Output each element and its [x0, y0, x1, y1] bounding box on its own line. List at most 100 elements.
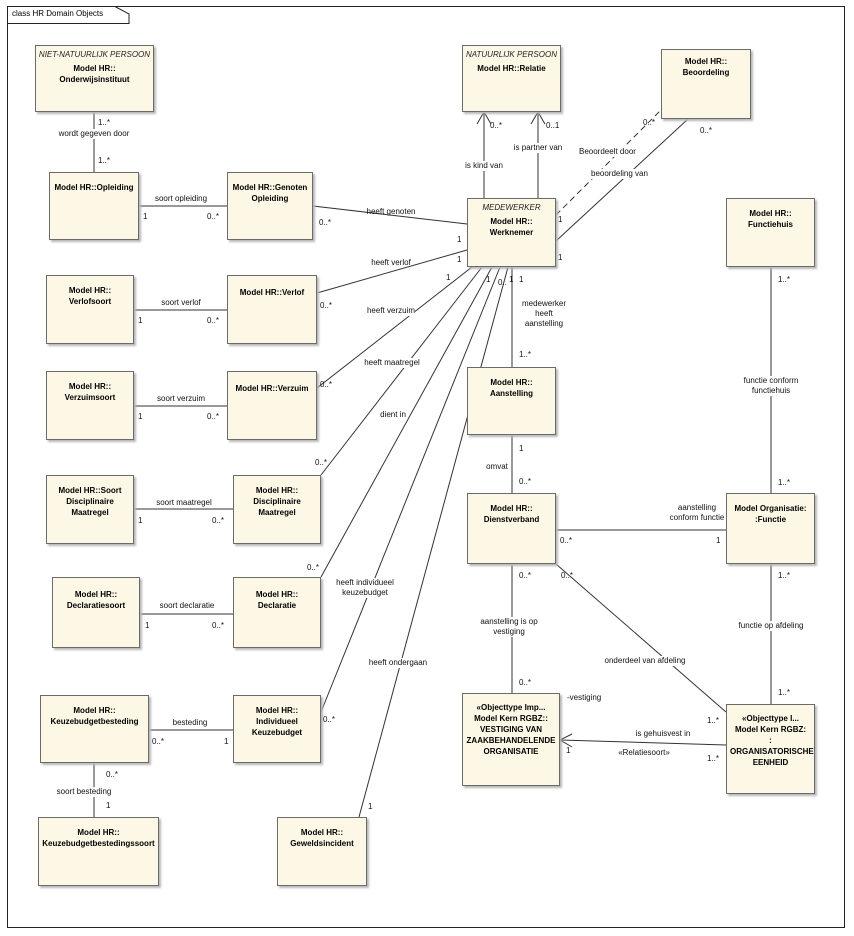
class-name: Model Organisatie: :Functie	[734, 504, 807, 524]
multiplicity: 0..*	[561, 571, 574, 580]
label-soort-declaratie: soort declaratie	[159, 601, 215, 610]
multiplicity: 1..*	[707, 754, 720, 763]
class-dienstverband[interactable]: Model HR:: Dienstverband	[467, 493, 556, 564]
label-soort-opleiding: soort opleiding	[154, 194, 208, 203]
class-onderwijsinstituut[interactable]: NIET-NATUURLIJK PERSOON Model HR:: Onder…	[35, 45, 154, 112]
multiplicity: 0..*	[519, 571, 532, 580]
connector-heeft-maatregel	[320, 266, 483, 476]
class-relatie[interactable]: NATUURLIJK PERSOON Model HR::Relatie	[462, 45, 561, 112]
class-verlofsoort[interactable]: Model HR:: Verlofsoort	[46, 275, 134, 344]
multiplicity: 1	[145, 621, 150, 630]
class-name: Model HR::Verlof	[239, 288, 305, 297]
multiplicity: 1	[519, 275, 524, 284]
class-name: Model HR:: Onderwijsinstituut	[59, 64, 130, 84]
class-functiehuis[interactable]: Model HR:: Functiehuis	[726, 198, 815, 267]
class-name: Model HR::Verzuim	[235, 384, 309, 393]
label-medewerker-heeft-aanstelling: medewerker heeft aanstelling	[521, 299, 567, 329]
connector-beoordeling-van	[555, 118, 689, 242]
multiplicity: 1..*	[98, 118, 111, 127]
multiplicity: 1	[368, 802, 373, 811]
class-keuzebudgetbestedingssoort[interactable]: Model HR:: Keuzebudgetbestedingssoort	[38, 817, 159, 886]
class-name: Model HR::Opleiding	[54, 183, 134, 192]
multiplicity: 1	[519, 444, 524, 453]
multiplicity: 0..*	[207, 212, 220, 221]
label-is-kind-van: is kind van	[465, 161, 503, 171]
label-soort-verlof: soort verlof	[161, 298, 201, 307]
label-wordt-gegeven-door: wordt gegeven door	[58, 129, 130, 139]
stereotype-label: MEDEWERKER	[482, 203, 541, 212]
class-name: «Objecttype Imp... Model Kern RGBZ:: VES…	[466, 703, 556, 756]
multiplicity: 0..*	[315, 458, 328, 467]
diagram-title: class HR Domain Objects	[12, 9, 104, 18]
multiplicity: 1	[457, 255, 462, 264]
label-heeft-maatregel: heeft maatregel	[364, 358, 420, 368]
stereotype-label: NATUURLIJK PERSOON	[466, 50, 557, 59]
multiplicity: 1..*	[98, 156, 111, 165]
class-aanstelling[interactable]: Model HR:: Aanstelling	[467, 367, 556, 435]
multiplicity: 0..*	[320, 380, 333, 389]
class-functie[interactable]: Model Organisatie: :Functie	[726, 493, 815, 564]
label-onderdeel-van-afdeling: onderdeel van afdeling	[604, 656, 686, 666]
class-name: Model HR:: Declaratie	[255, 590, 299, 610]
multiplicity: 1	[106, 801, 111, 810]
class-vestiging[interactable]: «Objecttype Imp... Model Kern RGBZ:: VES…	[462, 693, 560, 786]
class-name: Model HR:: Werknemer	[489, 217, 534, 237]
arrowhead-partner	[530, 111, 546, 125]
frame-title-tab	[7, 6, 130, 24]
class-name: Model HR:: Declaratiesoort	[66, 590, 126, 610]
multiplicity: 0..*	[643, 118, 656, 127]
class-geweldsincident[interactable]: Model HR:: Geweldsincident	[277, 817, 367, 886]
multiplicity: 1..*	[778, 275, 791, 284]
multiplicity: 0..1	[546, 121, 560, 130]
multiplicity: 1	[558, 215, 563, 224]
label-aanstelling-conform-functie: aanstelling conform functie	[669, 503, 725, 522]
label-relatiesoort: «Relatiesoort»	[618, 748, 670, 757]
class-name: Model HR:: Keuzebudgetbestedingssoort	[42, 828, 155, 848]
label-heeft-verlof: heeft verlof	[371, 258, 411, 267]
class-name: Model HR:: Geweldsincident	[290, 828, 354, 848]
multiplicity: 1..*	[707, 716, 720, 725]
multiplicity: 0..*	[152, 737, 165, 746]
class-keuzebudgetbesteding[interactable]: Model HR:: Keuzebudgetbesteding	[40, 695, 149, 763]
class-name: Model HR:: Aanstelling	[489, 378, 534, 398]
class-verlof[interactable]: Model HR::Verlof	[227, 275, 317, 344]
label-heeft-genoten: heeft genoten	[366, 207, 416, 216]
arrowhead-kind	[476, 111, 492, 125]
multiplicity: 0..*	[212, 621, 225, 630]
class-name: Model HR:: Keuzebudgetbesteding	[50, 706, 139, 726]
label-soort-maatregel: soort maatregel	[156, 498, 212, 507]
class-declaratiesoort[interactable]: Model HR:: Declaratiesoort	[52, 577, 140, 648]
connector-heeft-verzuim	[316, 266, 473, 389]
connector-onderdeel-van-afdeling	[555, 563, 727, 713]
multiplicity: 0..*	[519, 678, 532, 687]
class-name: Model HR::Soort Disciplinaire Maatregel	[58, 486, 122, 517]
class-beoordeling[interactable]: Model HR:: Beoordeling	[661, 49, 751, 119]
class-disciplinaire-maatregel[interactable]: Model HR:: Disciplinaire Maatregel	[233, 475, 321, 544]
class-soort-disciplinaire-maatregel[interactable]: Model HR::Soort Disciplinaire Maatregel	[46, 475, 134, 544]
connector-heeft-genoten	[312, 205, 468, 225]
label-functie-op-afdeling: functie op afdeling	[738, 621, 804, 631]
class-verzuim[interactable]: Model HR::Verzuim	[227, 371, 317, 440]
class-organisatorische-eenheid[interactable]: «Objecttype I... Model Kern RGBZ: : ORGA…	[726, 704, 815, 794]
multiplicity: 1..*	[778, 478, 791, 487]
multiplicity: 0..*	[307, 563, 320, 572]
multiplicity: 1	[138, 412, 143, 421]
class-opleiding[interactable]: Model HR::Opleiding	[49, 172, 139, 240]
class-werknemer[interactable]: MEDEWERKER Model HR:: Werknemer	[467, 198, 556, 267]
class-individueel-keuzebudget[interactable]: Model HR:: Individueel Keuzebudget	[233, 695, 321, 763]
multiplicity: 1	[138, 516, 143, 525]
multiplicity: 1	[457, 235, 462, 244]
connector-beoordeelt-door	[555, 109, 662, 216]
multiplicity: 1..*	[778, 571, 791, 580]
class-verzuimsoort[interactable]: Model HR:: Verzuimsoort	[46, 371, 134, 440]
multiplicity: 0..*	[490, 121, 503, 130]
diagram-frame	[7, 6, 845, 928]
class-name: Model HR:: Dienstverband	[483, 504, 540, 524]
multiplicity: 1	[716, 536, 721, 545]
label-aanstelling-is-op-vestiging: aanstelling is op vestiging	[480, 617, 538, 637]
multiplicity: 0..*	[207, 316, 220, 325]
class-genoten-opleiding[interactable]: Model HR::Genoten Opleiding	[227, 172, 313, 240]
connector-heeft-verlof	[316, 249, 468, 294]
class-declaratie[interactable]: Model HR:: Declaratie	[233, 577, 321, 648]
